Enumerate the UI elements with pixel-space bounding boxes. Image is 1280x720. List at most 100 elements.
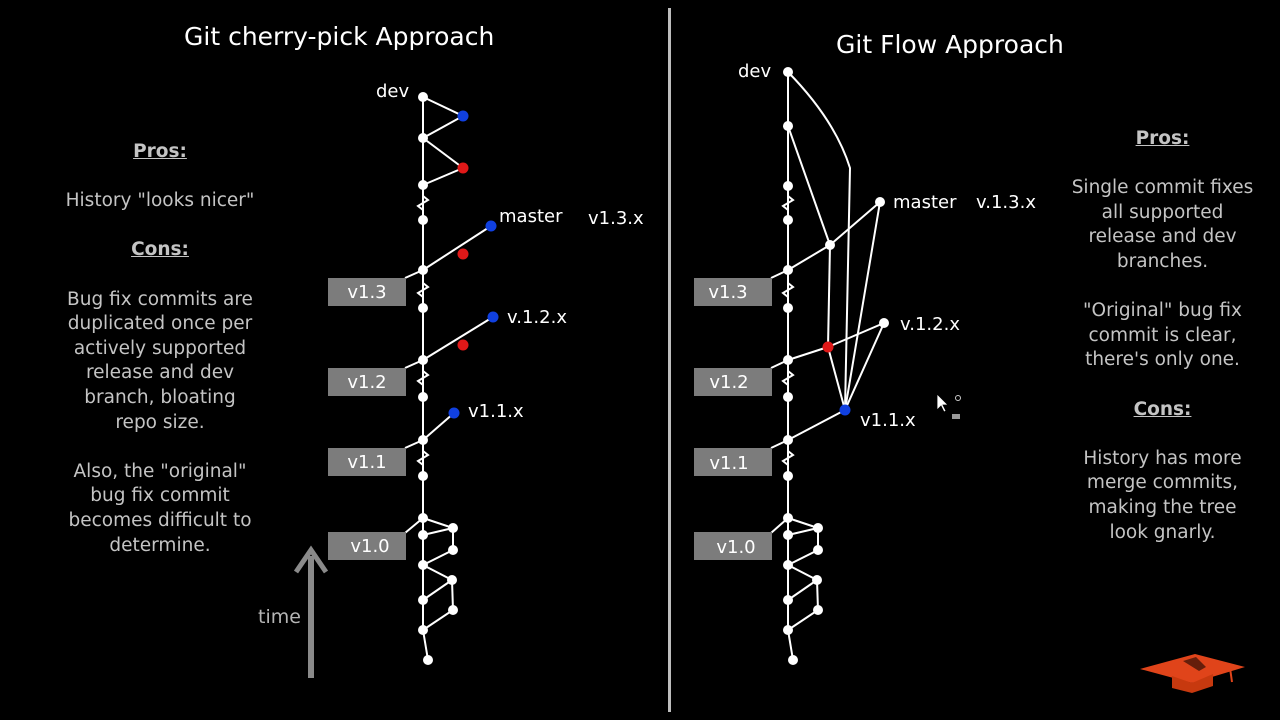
right-cons-line: merge commits, <box>1086 472 1239 494</box>
right-v13x-label: v.1.3.x <box>976 192 1036 213</box>
right-pros-line: all supported <box>1101 201 1224 223</box>
right-tag-v12: v1.2 <box>694 368 772 396</box>
right-pros-cons: Pros: Single commit fixes all supported … <box>1050 127 1275 545</box>
commit-node <box>418 265 428 275</box>
tag-label: v1.3 <box>347 282 386 303</box>
left-pros-cons: Pros: History "looks nicer" Cons: Bug fi… <box>40 140 280 558</box>
commit-node <box>418 471 428 481</box>
left-master-label: master <box>499 206 563 227</box>
center-divider <box>668 8 671 712</box>
left-cons-line: bug fix commit <box>90 485 230 507</box>
left-cons-line: repo size. <box>115 411 205 433</box>
commit-node <box>447 575 457 585</box>
right-pros-heading: Pros: <box>1135 128 1190 149</box>
left-cons-line: duplicated once per <box>67 313 253 335</box>
right-bottom-edge <box>787 579 818 601</box>
commit-node <box>783 355 793 365</box>
right-merge-line <box>844 201 881 411</box>
left-v12x-label: v.1.2.x <box>507 307 567 328</box>
commit-node <box>418 215 428 225</box>
left-commit-nodes <box>418 92 458 665</box>
right-trunk-line <box>787 629 794 661</box>
commit-node <box>418 435 428 445</box>
left-tag-v10: v1.0 <box>328 532 406 560</box>
commit-node <box>783 303 793 313</box>
right-dev-curve <box>787 71 852 411</box>
commit-node <box>879 318 889 328</box>
commit-node <box>783 471 793 481</box>
right-pros-line: there's only one. <box>1085 349 1240 371</box>
commit-node <box>418 133 428 143</box>
right-tag-v13: v1.3 <box>694 278 772 306</box>
commit-node <box>813 523 823 533</box>
red-fix-commit <box>457 248 469 260</box>
right-merge-line <box>827 244 831 348</box>
blue-fix-commit <box>839 404 851 416</box>
right-merge-line <box>787 125 831 246</box>
left-cons-line: determine. <box>109 534 211 556</box>
left-bottom-edge <box>422 579 453 601</box>
left-cons-line: branch, bloating <box>84 386 236 408</box>
left-tag-v11: v1.1 <box>328 448 406 476</box>
right-master-line <box>829 201 881 246</box>
red-fix-commit <box>457 339 469 351</box>
commit-node <box>783 67 793 77</box>
tag-label: v1.0 <box>716 537 755 558</box>
commit-node <box>448 523 458 533</box>
left-trunk-line <box>422 629 429 661</box>
red-fix-commit <box>822 341 834 353</box>
right-title: Git Flow Approach <box>836 30 1064 59</box>
commit-node <box>418 513 428 523</box>
commit-node <box>875 197 885 207</box>
time-arrow-icon <box>293 545 329 678</box>
left-cherry-pick-graph: dev master v1.3.x v.1.2.x v1.1.x v1.3 v1… <box>258 81 644 678</box>
tag-label: v1.3 <box>708 282 747 303</box>
right-v12x-line <box>827 322 885 348</box>
commit-node <box>418 355 428 365</box>
time-label: time <box>258 606 301 628</box>
right-tag-v11: v1.1 <box>694 448 772 476</box>
mortarboard-logo-icon <box>1140 654 1245 693</box>
right-git-flow-graph: dev master v.1.3.x v.1.2.x v1.1.x v1.3 v… <box>694 61 1036 665</box>
left-bottom-edge <box>422 527 454 536</box>
right-v11x-line <box>787 409 846 441</box>
right-v11x-label: v1.1.x <box>860 410 916 431</box>
right-pros-line: commit is clear, <box>1088 324 1237 346</box>
right-merge-line <box>827 346 846 411</box>
blue-fix-commit <box>487 311 499 323</box>
commit-node <box>418 530 428 540</box>
commit-node <box>418 392 428 402</box>
commit-node <box>448 545 458 555</box>
commit-node <box>783 625 793 635</box>
commit-node <box>783 595 793 605</box>
right-pros-line: Single commit fixes <box>1071 177 1254 199</box>
right-master-line <box>787 244 831 271</box>
tag-label: v1.2 <box>709 372 748 393</box>
blue-fix-commit <box>485 220 497 232</box>
left-v12x-branch-line <box>422 316 494 361</box>
commit-node <box>418 303 428 313</box>
blue-fix-commit <box>457 110 469 122</box>
right-v12x-label: v.1.2.x <box>900 314 960 335</box>
left-cons-line: release and dev <box>85 362 235 384</box>
left-dev-label: dev <box>376 81 410 102</box>
left-cons-line: becomes difficult to <box>68 509 252 531</box>
commit-node <box>783 435 793 445</box>
left-cons-line: Also, the "original" <box>73 460 247 482</box>
left-pros-heading: Pros: <box>133 141 187 162</box>
left-v13x-label: v1.3.x <box>588 208 644 229</box>
commit-node <box>783 392 793 402</box>
left-dev-zigzag <box>421 96 466 186</box>
commit-node <box>418 180 428 190</box>
right-commit-nodes <box>783 67 889 665</box>
left-cons-line: Bug fix commits are <box>67 288 253 310</box>
left-master-branch-line <box>422 225 492 271</box>
right-v12x-line <box>787 346 829 361</box>
commit-node <box>825 240 835 250</box>
tag-label: v1.1 <box>347 452 386 473</box>
commit-node <box>783 513 793 523</box>
left-title: Git cherry-pick Approach <box>184 22 495 51</box>
commit-node <box>418 560 428 570</box>
right-pros-line: "Original" bug fix <box>1083 300 1242 322</box>
